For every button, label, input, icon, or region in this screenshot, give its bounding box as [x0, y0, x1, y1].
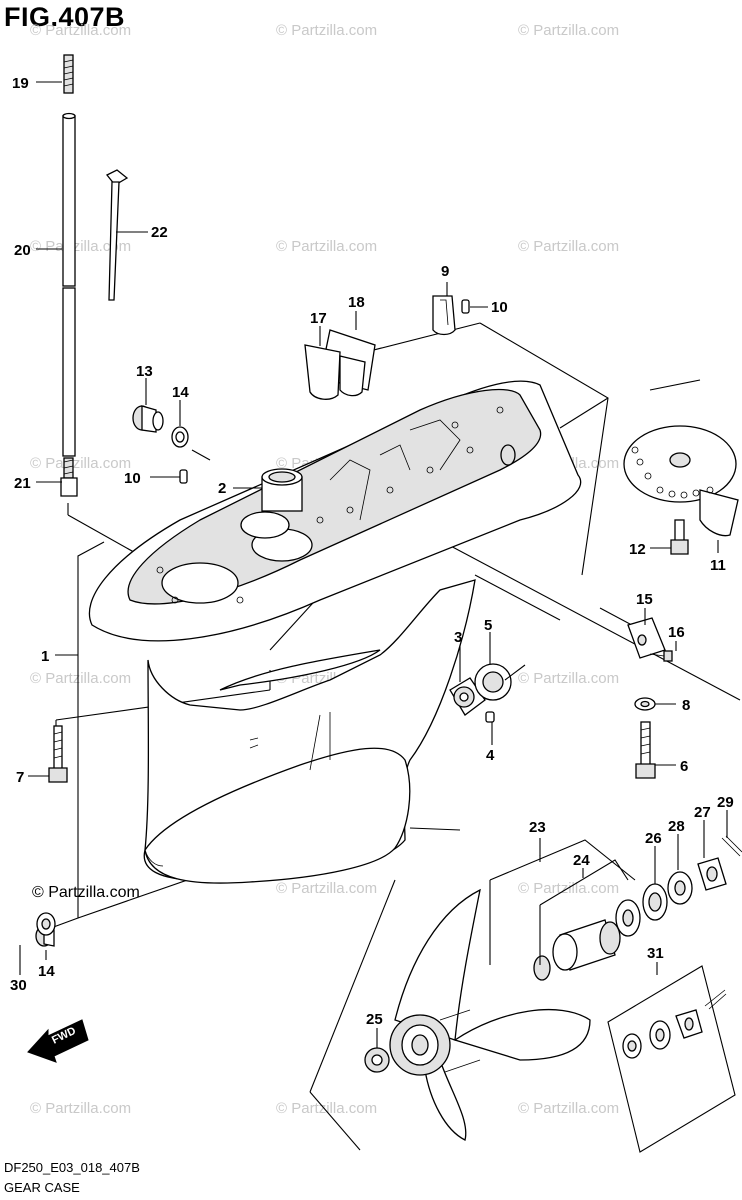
- watermark-main: © Partzilla.com: [32, 884, 140, 901]
- callout-22: 22: [151, 224, 168, 241]
- plug-30-washer-14: [35, 912, 56, 947]
- watermark: © Partzilla.com: [518, 1100, 620, 1117]
- callout-3: 3: [454, 629, 462, 646]
- watermark: © Partzilla.com: [30, 455, 132, 472]
- watermark: © Partzilla.com: [518, 670, 620, 687]
- figure-title: FIG.407B: [4, 2, 126, 32]
- callout-10-left: 10: [124, 470, 141, 487]
- callout-4: 4: [486, 747, 495, 764]
- watermark: © Partzilla.com: [518, 22, 620, 39]
- watermark: © Partzilla.com: [30, 238, 132, 255]
- callout-18: 18: [348, 294, 365, 311]
- callout-26: 26: [645, 830, 662, 847]
- callout-29: 29: [717, 794, 734, 811]
- diagram-code: DF250_E03_018_407B: [4, 1160, 140, 1175]
- callout-8: 8: [682, 697, 690, 714]
- callout-17: 17: [310, 310, 327, 327]
- bearing-parts-3-4-5: [449, 663, 526, 723]
- part-22-tie: [105, 169, 129, 301]
- propeller-assembly: [309, 835, 742, 1151]
- callout-2: 2: [218, 480, 226, 497]
- callout-19: 19: [12, 75, 29, 92]
- watermark: © Partzilla.com: [30, 1100, 132, 1117]
- washer-8-bolt-6: [634, 697, 656, 779]
- callout-16: 16: [668, 624, 685, 641]
- callout-20: 20: [14, 242, 31, 259]
- callout-14-bottom: 14: [38, 963, 55, 980]
- parts-15-16: [627, 617, 673, 662]
- callout-10-right: 10: [491, 299, 508, 316]
- leader-lines: [19, 81, 728, 1048]
- callout-7: 7: [16, 769, 24, 786]
- shift-rod-assembly: [60, 54, 78, 497]
- callout-23: 23: [529, 819, 546, 836]
- callout-15: 15: [636, 591, 653, 608]
- bolt-12: [670, 519, 689, 555]
- watermark: © Partzilla.com: [276, 22, 378, 39]
- diagram-name: GEAR CASE: [4, 1180, 80, 1195]
- callout-25: 25: [366, 1011, 383, 1028]
- callout-13: 13: [136, 363, 153, 380]
- callout-6: 6: [680, 758, 688, 775]
- watermark: © Partzilla.com: [276, 880, 378, 897]
- callout-12: 12: [629, 541, 646, 558]
- callout-28: 28: [668, 818, 685, 835]
- nut-kit-31: [607, 965, 736, 1153]
- callout-5: 5: [484, 617, 492, 634]
- watermark: © Partzilla.com: [30, 670, 132, 687]
- callout-1: 1: [41, 648, 49, 665]
- part-9-clip: [432, 295, 456, 336]
- watermark: © Partzilla.com: [276, 238, 378, 255]
- parts-17-18-bracket: [304, 329, 376, 400]
- callout-14-top: 14: [172, 384, 189, 401]
- callout-9: 9: [441, 263, 449, 280]
- callout-27: 27: [694, 804, 711, 821]
- bolt-7: [48, 725, 68, 783]
- gear-case-housing: [88, 380, 582, 884]
- callout-11: 11: [710, 557, 726, 574]
- anode-trim-tab-11: [623, 425, 739, 537]
- callout-labels: 19 20 21 22 13 14 10 2 9 10 17 18 1 7 6 …: [10, 75, 734, 1028]
- watermark: © Partzilla.com: [30, 22, 132, 39]
- callout-30: 30: [10, 977, 27, 994]
- callout-21: 21: [14, 475, 31, 492]
- callout-24: 24: [573, 852, 590, 869]
- callout-31: 31: [647, 945, 664, 962]
- watermark: © Partzilla.com: [276, 1100, 378, 1117]
- watermark: © Partzilla.com: [518, 238, 620, 255]
- forward-direction-arrow: FWD: [27, 1019, 89, 1063]
- plug-and-washer-13-14: [132, 405, 189, 448]
